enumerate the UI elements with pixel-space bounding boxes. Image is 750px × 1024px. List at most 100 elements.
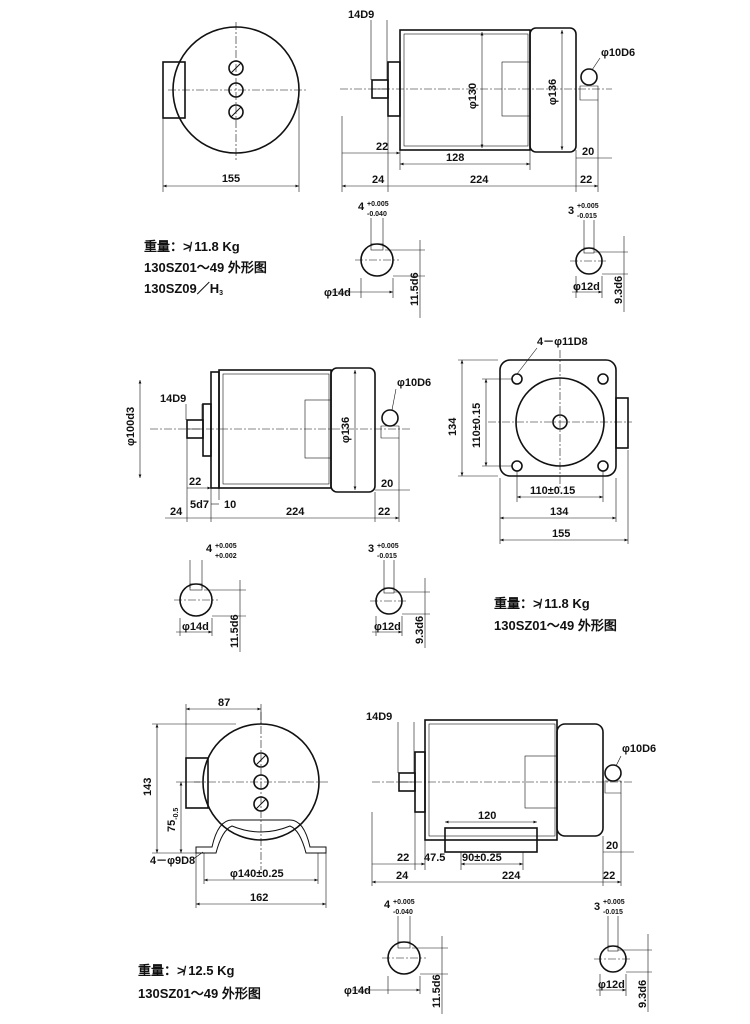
- notes-3: 重量：≯ 12.5 Kg 130SZ01～49 外形图: [138, 963, 261, 1001]
- shaft-section-a-2: 4 +0.005 +0.002 φ14d 11.5d6: [174, 543, 246, 652]
- dim-cap-gap: 20: [582, 146, 594, 158]
- dim-shaft-dia: 14D9: [160, 393, 186, 405]
- dim-shaft-len: 24: [396, 870, 409, 882]
- tol-lower: -0.015: [577, 213, 597, 220]
- dim-total-len: 224: [502, 870, 521, 882]
- side-view-2: φ100d3 14D9 φ136 φ10D6 22 20 5d7 10 24 2…: [125, 367, 431, 522]
- shaft-section-b-3: 3 +0.005 -0.015 φ12d 9.3d6: [594, 899, 652, 1012]
- model-note-2: 130SZ09／H3: [144, 281, 223, 297]
- model-note: 130SZ01～49 外形图: [494, 618, 617, 633]
- drawing-2: φ100d3 14D9 φ136 φ10D6 22 20 5d7 10 24 2…: [125, 336, 632, 652]
- key-depth: 11.5d6: [229, 614, 241, 648]
- key-width: 3: [594, 901, 600, 913]
- dim-hole-dia: φ10D6: [397, 377, 431, 389]
- dim-flange-thk: 10: [224, 499, 236, 511]
- dim-shaft-dia: 14D9: [366, 711, 392, 723]
- dim-hole-pitch: φ140±0.25: [230, 868, 284, 880]
- key-depth: 9.3d6: [637, 980, 649, 1008]
- shaft-hole: [552, 414, 568, 430]
- end-cap: [330, 367, 376, 493]
- mounting-flange: [210, 371, 220, 489]
- tol-upper: +0.005: [367, 201, 389, 208]
- weight-note: 重量：≯ 11.8 Kg: [494, 596, 590, 611]
- dim-flange-len: 22: [376, 141, 388, 153]
- shaft-dia: φ14d: [182, 621, 209, 633]
- dim-foot-offset: 47.5: [424, 852, 445, 864]
- screw-icon: [253, 752, 269, 768]
- dim-hole-pitch-v: 110±0.15: [471, 403, 483, 448]
- model-note: 130SZ01～49 外形图: [144, 260, 267, 275]
- dim-flange-len: 22: [189, 476, 201, 488]
- dim-cap-gap: 20: [606, 840, 618, 852]
- terminal-box: [185, 757, 209, 809]
- dim-hole-dia: φ10D6: [622, 743, 656, 755]
- screw-icon: [228, 60, 244, 76]
- shaft-section-b-1: 3 +0.005 -0.015 φ12d 9.3d6: [568, 203, 628, 312]
- dim-foot-len: 120: [478, 810, 496, 822]
- screw-icon: [253, 796, 269, 812]
- motor-body: [399, 29, 531, 151]
- shaft-hole: [253, 774, 269, 790]
- mounting-hole: [597, 460, 609, 472]
- notes-2: 重量：≯ 11.8 Kg 130SZ01～49 外形图: [494, 596, 617, 633]
- tol-lower: -0.040: [393, 909, 413, 916]
- key-width: 4: [206, 543, 213, 555]
- dim-shaft-dia: 14D9: [348, 9, 374, 21]
- side-view-1: 14D9 φ130 φ136 φ10D6 22 128 20 24 224 22: [340, 9, 635, 192]
- tol-upper: +0.005: [215, 543, 237, 550]
- dim-holes: 4－φ11D8: [537, 336, 588, 348]
- dim-holes: 4－φ9D8: [150, 855, 195, 867]
- flange-view-2: 4－φ11D8 134 110±0.15 110±0.15 134 155: [447, 336, 632, 544]
- dim-spigot-dia: φ100d3: [125, 407, 137, 446]
- dim-total-len: 224: [470, 174, 489, 186]
- dim-width: 134: [550, 506, 569, 518]
- shaft-dia: φ14d: [344, 985, 371, 997]
- tol-upper: +0.005: [603, 899, 625, 906]
- dim-shaft-len: 24: [372, 174, 385, 186]
- key-width: 4: [384, 899, 391, 911]
- dim-foot-pitch: 90±0.25: [462, 852, 502, 864]
- dim-base-width: 162: [250, 892, 268, 904]
- shaft-section-a-3: 4 +0.005 -0.040 φ14d 11.5d6: [344, 899, 448, 1014]
- model-note: 130SZ01～49 外形图: [138, 986, 261, 1001]
- dim-cap-dia: φ136: [547, 79, 559, 105]
- key-depth: 11.5d6: [431, 974, 443, 1008]
- drawing-3: 87 143 75-0.5 4－φ9D8 φ140±0.25 162 14D9: [138, 697, 656, 1014]
- front-view-3: 87 143 75-0.5 4－φ9D8 φ140±0.25 162: [142, 697, 330, 908]
- shaft-dia: φ12d: [573, 281, 600, 293]
- screw-icon: [228, 104, 244, 120]
- tol-lower: +0.002: [215, 553, 237, 560]
- key-width: 3: [568, 205, 574, 217]
- dim-center-height: 75-0.5: [166, 808, 180, 832]
- dim-cap-len: 22: [603, 870, 615, 882]
- drawing-1: 155 14D9 φ130 φ136 φ10D6 22 128: [144, 9, 635, 318]
- dim-cap-dia: φ136: [340, 417, 352, 443]
- dim-top: 87: [218, 697, 230, 709]
- dim-cap-len: 22: [580, 174, 592, 186]
- end-cap: [556, 723, 604, 837]
- dim-body-len: 128: [446, 152, 464, 164]
- shaft-dia: φ14d: [324, 287, 351, 299]
- dim-height: 143: [142, 778, 154, 796]
- tol-lower: -0.015: [377, 553, 397, 560]
- tol-lower: -0.015: [603, 909, 623, 916]
- mounting-hole: [597, 373, 609, 385]
- shaft-hole: [228, 82, 244, 98]
- dim-height: 134: [447, 417, 459, 436]
- dim-cap-len: 22: [378, 506, 390, 518]
- dim-width: 155: [222, 173, 240, 185]
- mounting-foot: [195, 819, 327, 854]
- mounting-hole: [511, 460, 523, 472]
- shaft-section-a-1: 4 +0.005 -0.040 φ14d 11.5d6: [324, 201, 425, 318]
- shaft-dia: φ12d: [374, 621, 401, 633]
- notes-1: 重量：≯ 11.8 Kg 130SZ01～49 外形图 130SZ09／H3: [144, 239, 267, 297]
- shaft-dia: φ12d: [598, 979, 625, 991]
- key-depth: 9.3d6: [414, 616, 426, 644]
- lifting-hole: [604, 764, 622, 782]
- lifting-hole: [381, 409, 399, 427]
- tol-upper: +0.005: [393, 899, 415, 906]
- dim-flange-len: 22: [397, 852, 409, 864]
- dim-hole-pitch-h: 110±0.15: [530, 485, 575, 497]
- terminal-box: [615, 397, 629, 449]
